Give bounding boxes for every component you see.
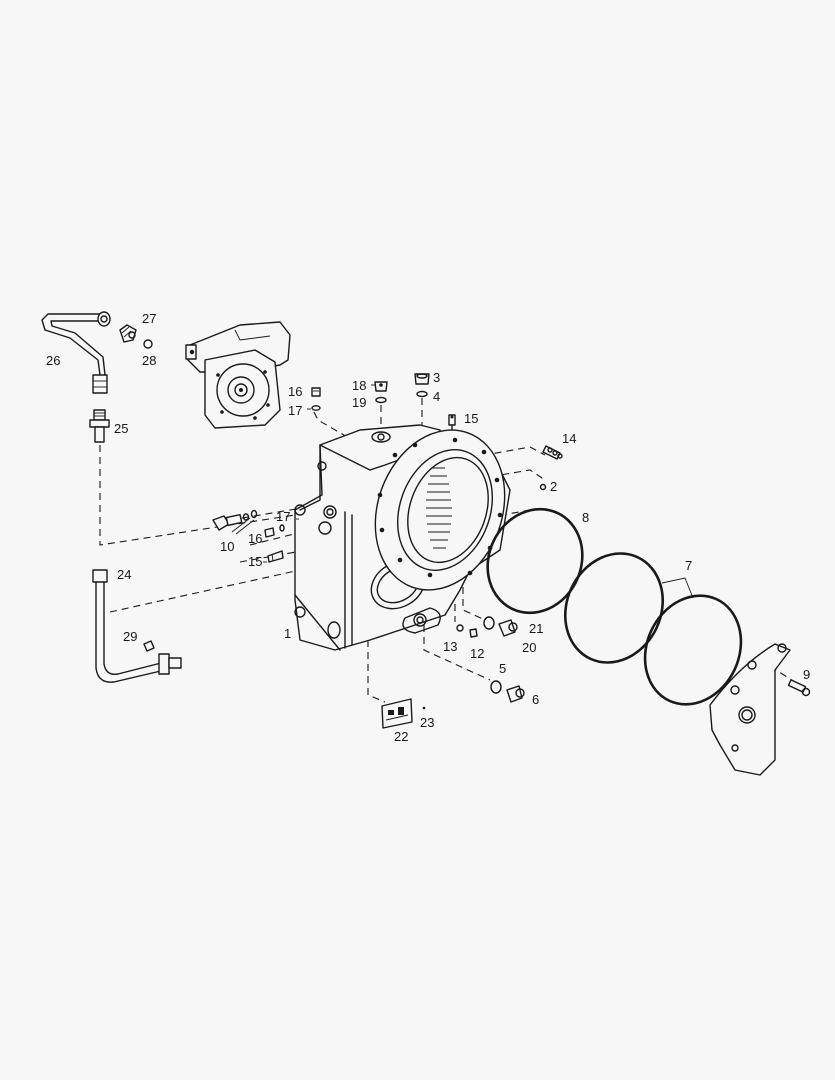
callout-29: 29: [123, 629, 138, 644]
part-2-ball: [539, 483, 547, 491]
part-29-clip-screw: [143, 640, 155, 652]
callout-23: 23: [420, 715, 435, 730]
callout-12: 12: [470, 646, 485, 661]
part-13-ball: [456, 624, 464, 632]
part-14-sensor: [542, 445, 563, 460]
part-4-seal-ring: [416, 390, 428, 398]
part-6-plug: [506, 685, 525, 703]
hydraulic-pump: [185, 321, 291, 429]
callout-8: 8: [582, 510, 590, 525]
callout-21: 21: [529, 621, 544, 636]
callout-3: 3: [433, 370, 441, 385]
part-22-nameplate: [381, 698, 413, 729]
part-16-plug-top: [311, 387, 321, 397]
callout-5: 5: [499, 661, 507, 676]
part-15-fitting-side: [267, 550, 284, 563]
callout-22: 22: [394, 729, 409, 744]
part-7-gasket-rings: [563, 552, 743, 706]
part-10-banjo-bolt: [212, 509, 258, 535]
callout-19: 19: [352, 395, 367, 410]
callout-10: 10: [220, 539, 235, 554]
callout-15-side: 15: [248, 554, 263, 569]
callout-15-top: 15: [464, 411, 479, 426]
callout-4: 4: [433, 389, 441, 404]
callout-25: 25: [114, 421, 129, 436]
callout-1: 1: [284, 626, 292, 641]
part-12-screw: [469, 628, 478, 638]
part-26-oil-pipe: [41, 311, 111, 394]
callout-2: 2: [550, 479, 558, 494]
part-5-seal-ring: [490, 680, 502, 694]
callout-13: 13: [443, 639, 458, 654]
callout-17-top: 17: [288, 403, 303, 418]
part-17-seal-ring-top: [311, 405, 321, 411]
callout-18: 18: [352, 378, 367, 393]
part-19-seal-ring: [375, 396, 387, 404]
callout-28: 28: [142, 353, 157, 368]
part-20-plug: [498, 619, 518, 637]
part-16-plug-side: [264, 524, 285, 538]
part-9-bolt: [787, 679, 811, 697]
part-28-o-ring: [143, 339, 153, 349]
callout-27: 27: [142, 311, 157, 326]
callout-6: 6: [532, 692, 540, 707]
callout-9: 9: [803, 667, 811, 682]
callout-17-side: 17: [276, 509, 291, 524]
callout-26: 26: [46, 353, 61, 368]
callout-14: 14: [562, 431, 577, 446]
part-21-seal-ring: [483, 616, 495, 630]
part-18-breather: [374, 381, 388, 392]
callout-20: 20: [522, 640, 537, 655]
ring-gear-flange: [374, 429, 506, 591]
callout-7: 7: [685, 558, 693, 573]
callout-24: 24: [117, 567, 132, 582]
callout-16-top: 16: [288, 384, 303, 399]
part-3-plug: [414, 373, 430, 385]
callout-16-side: 16: [248, 531, 263, 546]
part-25-adapter: [89, 409, 110, 443]
part-23-rivet: [422, 706, 426, 710]
rear-cover: [709, 643, 791, 776]
leader-lines: [263, 384, 375, 563]
part-24-tube: [92, 569, 182, 683]
part-27-union-fitting: [119, 324, 137, 343]
